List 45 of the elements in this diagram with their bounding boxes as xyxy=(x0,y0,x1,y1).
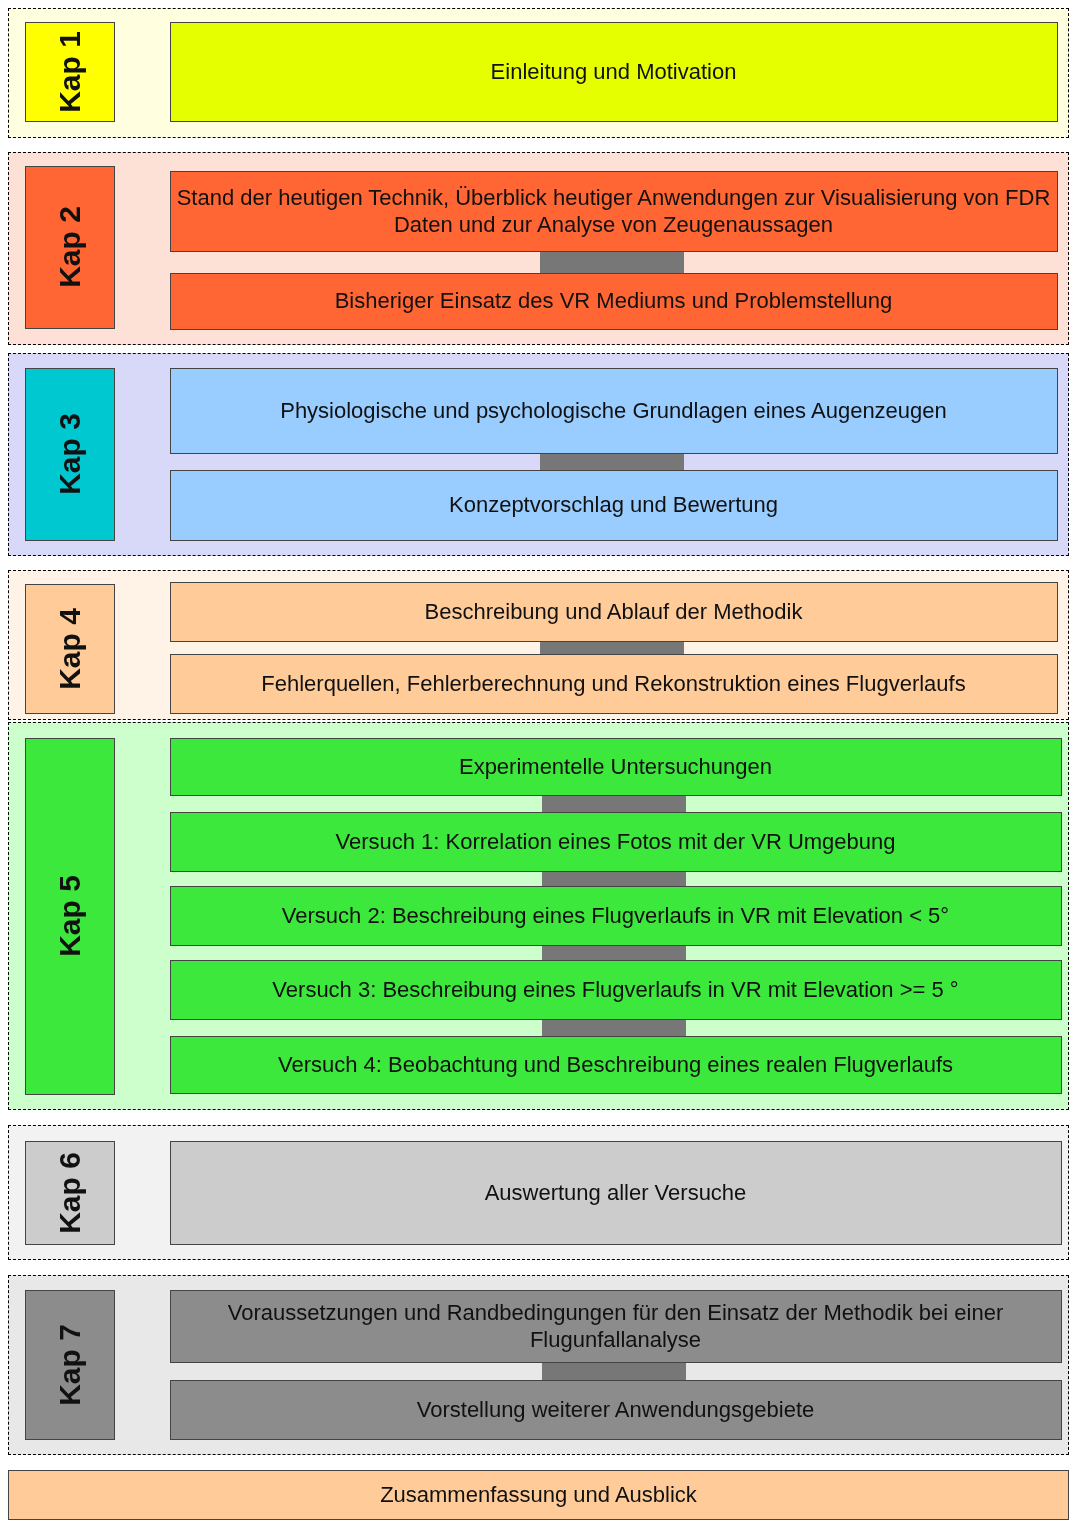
chapter-tag xyxy=(24,21,115,122)
section-box: Versuch 2: Beschreibung eines Flugverlaufs in VR mit Elevation < 5° xyxy=(169,885,1062,946)
section-box: Auswertung aller Versuche xyxy=(169,1140,1062,1245)
section-box: Beschreibung und Ablauf der Methodik xyxy=(169,581,1058,642)
chapter-tag xyxy=(24,1289,115,1440)
chapter-tag xyxy=(24,737,115,1095)
connector-bar xyxy=(540,252,684,273)
chapter-label: Kap 4 xyxy=(52,607,87,690)
section-box: Fehlerquellen, Fehlerberechnung und Rekonstruktion eines Flugverlaufs xyxy=(169,653,1058,714)
chapter-label: Kap 1 xyxy=(52,30,87,113)
section-box: Zusammenfassung und Ausblick xyxy=(8,1470,1069,1520)
chapter-label: Kap 5 xyxy=(52,875,87,957)
chapter-band xyxy=(8,570,1069,720)
section-box: Physiologische und psychologische Grundlagen eines Augenzeugen xyxy=(169,367,1058,454)
chapter-band xyxy=(8,353,1069,556)
chapter-band xyxy=(8,722,1069,1110)
chapter-label: Kap 3 xyxy=(52,413,87,495)
connector-bar xyxy=(542,946,686,960)
connector-bar xyxy=(542,796,686,812)
chapter-band xyxy=(8,152,1069,345)
chapter-tag xyxy=(24,367,115,541)
section-box: Konzeptvorschlag und Bewertung xyxy=(169,469,1058,541)
connector-bar xyxy=(540,454,684,470)
section-box: Versuch 1: Korrelation eines Fotos mit der VR Umgebung xyxy=(169,811,1062,872)
section-box: Versuch 3: Beschreibung eines Flugverlaufs in VR mit Elevation >= 5 ° xyxy=(169,959,1062,1020)
connector-bar xyxy=(542,1363,686,1380)
chapter-band xyxy=(8,1125,1069,1260)
section-box: Einleitung und Motivation xyxy=(169,21,1058,122)
section-box: Vorstellung weiterer Anwendungsgebiete xyxy=(169,1379,1062,1440)
chapter-band xyxy=(8,1275,1069,1455)
chapter-label: Kap 7 xyxy=(52,1323,87,1406)
connector-bar xyxy=(542,1020,686,1036)
section-box: Bisheriger Einsatz des VR Mediums und Problemstellung xyxy=(169,272,1058,330)
chapter-tag xyxy=(24,1140,115,1245)
section-box: Versuch 4: Beobachtung und Beschreibung eines realen Flugverlaufs xyxy=(169,1035,1062,1094)
chapter-tag xyxy=(24,165,115,329)
chapter-label: Kap 2 xyxy=(52,206,87,288)
connector-bar xyxy=(542,872,686,886)
section-box: Voraussetzungen und Randbedingungen für den Einsatz der Methodik bei einer Flugunfallanalyse xyxy=(169,1289,1062,1363)
section-box: Experimentelle Untersuchungen xyxy=(169,737,1062,796)
connector-bar xyxy=(540,642,684,654)
chapter-label: Kap 6 xyxy=(52,1151,87,1234)
chapter-band xyxy=(8,8,1069,138)
chapter-tag xyxy=(24,583,115,714)
section-box: Stand der heutigen Technik, Überblick heutiger Anwendungen zur Visualisierung von FDR Daten und zur Analyse von Zeugenaussagen xyxy=(169,170,1058,252)
